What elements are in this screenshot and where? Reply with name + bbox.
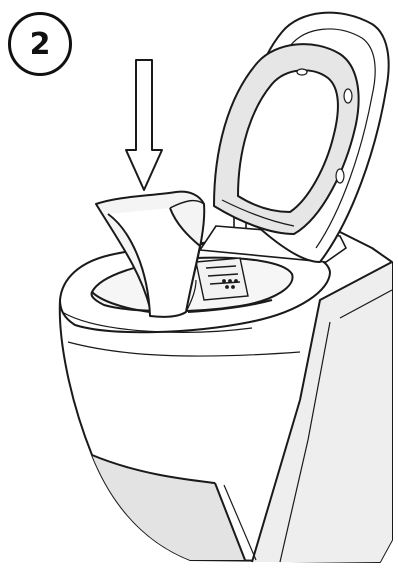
down-arrow-icon: [126, 60, 162, 190]
bowl-mechanism: [196, 258, 248, 300]
